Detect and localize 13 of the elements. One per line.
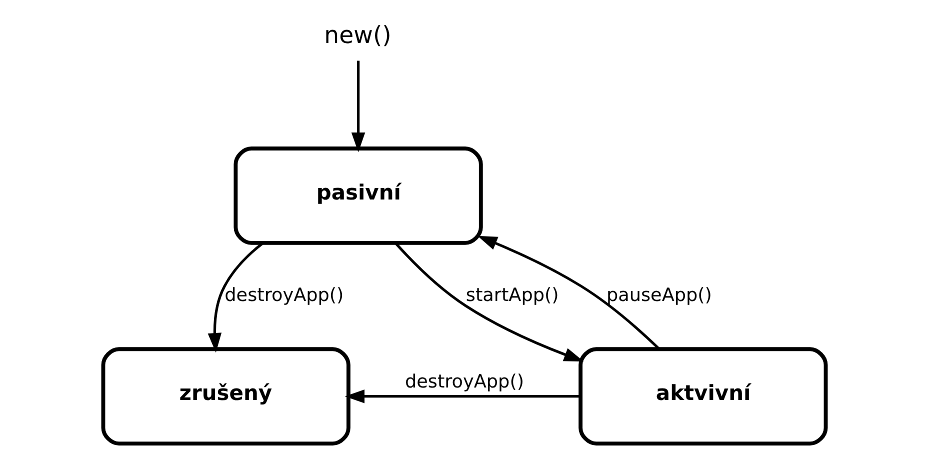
arrow [476, 236, 660, 350]
edge-label: destroyApp() [224, 284, 344, 306]
edge-label: startApp() [465, 284, 558, 306]
arrow [207, 242, 264, 353]
arrow [344, 389, 580, 404]
node-box: pasivní [233, 146, 482, 245]
arrow [350, 60, 365, 152]
node-box: zrušený [100, 347, 350, 446]
edge-label: destroyApp() [404, 371, 524, 392]
node-text: new() [324, 20, 391, 49]
edge-label: pauseApp() [606, 284, 712, 306]
arrow [394, 242, 584, 362]
node-box: aktvivní [578, 347, 828, 446]
